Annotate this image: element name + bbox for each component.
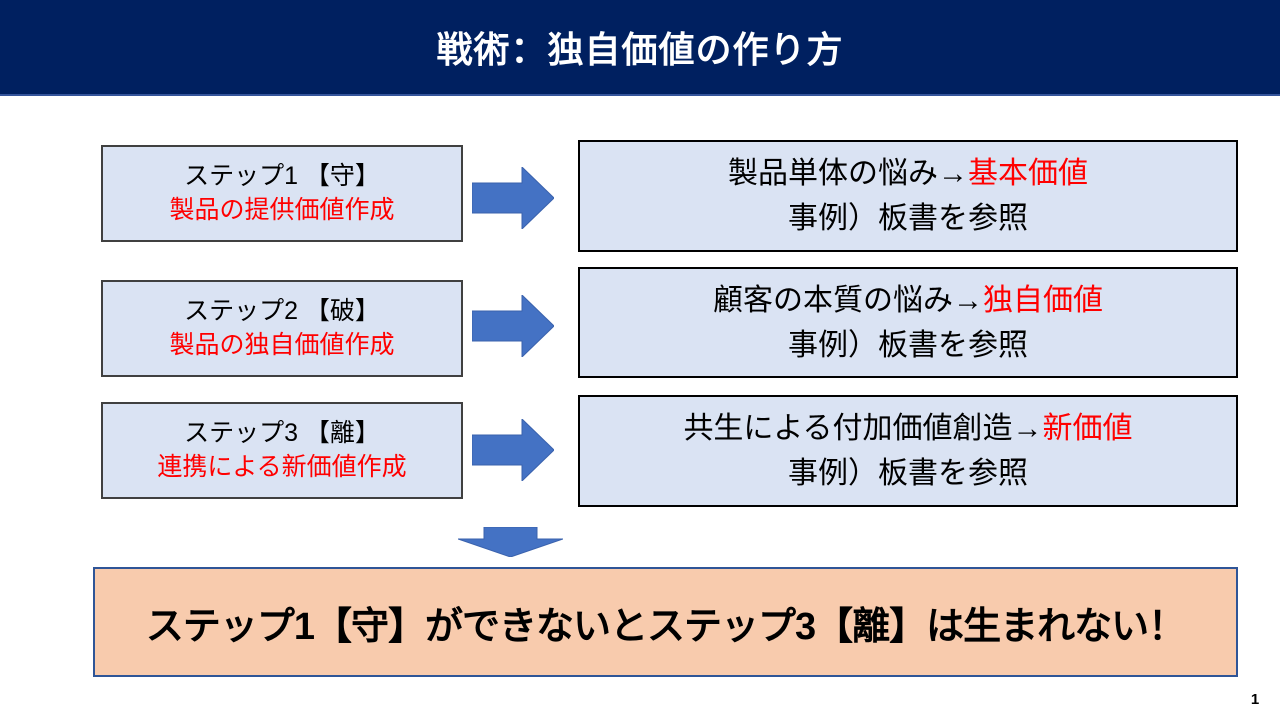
result1-box: 製品単体の悩み→基本価値 事例）板書を参照 xyxy=(578,140,1238,252)
page-title: 戦術：独自価値の作り方 xyxy=(436,29,844,70)
step2-sublabel: 製品の独自価値作成 xyxy=(169,330,395,359)
conclusion-banner: ステップ1【守】ができないとステップ3【離】は生まれない！ xyxy=(93,567,1238,677)
result1-line1-red: 基本価値 xyxy=(968,157,1088,190)
result2-line1-red: 独自価値 xyxy=(983,283,1103,317)
step3-sublabel: 連携による新価値作成 xyxy=(157,452,407,481)
step1-label: ステップ1 【守】 xyxy=(184,161,380,190)
right-arrow-icon xyxy=(472,419,554,481)
result3-line1: 共生による付加価値創造→新価値 xyxy=(683,406,1132,451)
right-arrow-icon xyxy=(472,295,554,357)
result3-line1-black: 共生による付加価値創造→ xyxy=(683,412,1043,445)
step3-box: ステップ3 【離】 連携による新価値作成 xyxy=(101,402,463,499)
result3-line2: 事例）板書を参照 xyxy=(788,457,1028,490)
right-arrow-icon xyxy=(472,167,554,229)
page-number: 1 xyxy=(1250,691,1260,708)
result1-line2: 事例）板書を参照 xyxy=(788,202,1028,235)
result3-line1-red: 新価値 xyxy=(1042,412,1133,445)
result3-box: 共生による付加価値創造→新価値 事例）板書を参照 xyxy=(578,395,1238,507)
result2-line2: 事例）板書を参照 xyxy=(788,328,1028,362)
down-arrow-icon xyxy=(458,527,563,557)
step2-label: ステップ2 【破】 xyxy=(184,296,380,325)
step1-sublabel: 製品の提供価値作成 xyxy=(169,195,395,224)
result2-line1-black: 顧客の本質の悩み→ xyxy=(713,283,983,317)
slide-title-bar: 戦術：独自価値の作り方 xyxy=(0,0,1280,96)
conclusion-text: ステップ1【守】ができないとステップ3【離】は生まれない！ xyxy=(145,605,1186,648)
result2-line1: 顧客の本質の悩み→独自価値 xyxy=(713,278,1103,323)
result1-line1: 製品単体の悩み→基本価値 xyxy=(728,151,1088,196)
step3-label: ステップ3 【離】 xyxy=(184,418,380,447)
result1-line1-black: 製品単体の悩み→ xyxy=(728,157,968,190)
step2-box: ステップ2 【破】 製品の独自価値作成 xyxy=(101,280,463,377)
step1-box: ステップ1 【守】 製品の提供価値作成 xyxy=(101,145,463,242)
result2-box: 顧客の本質の悩み→独自価値 事例）板書を参照 xyxy=(578,267,1238,378)
